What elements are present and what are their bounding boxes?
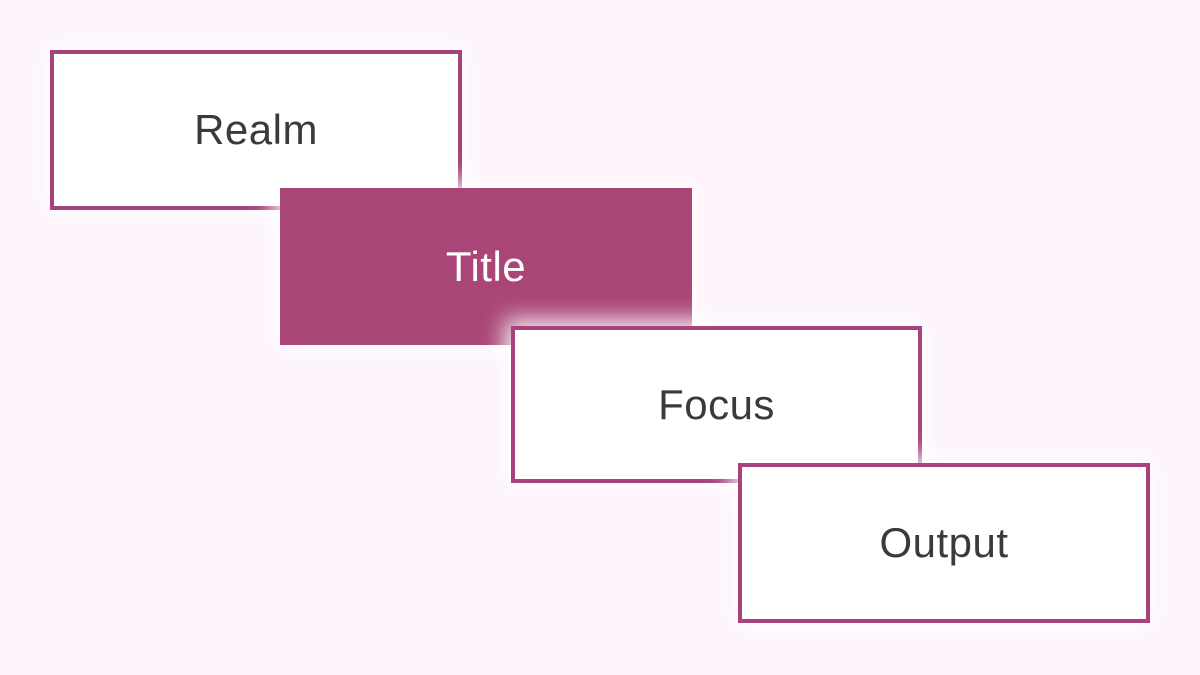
diagram-box-output: Output xyxy=(738,463,1150,623)
diagram-box-focus-label: Focus xyxy=(658,380,775,428)
diagram-box-title: Title xyxy=(280,188,692,345)
diagram-box-realm: Realm xyxy=(50,50,462,210)
diagram-box-output-label: Output xyxy=(879,519,1009,566)
diagram-box-realm-label: Realm xyxy=(194,106,318,153)
diagram-box-focus: Focus xyxy=(511,326,922,483)
diagram-box-title-label: Title xyxy=(445,242,527,290)
